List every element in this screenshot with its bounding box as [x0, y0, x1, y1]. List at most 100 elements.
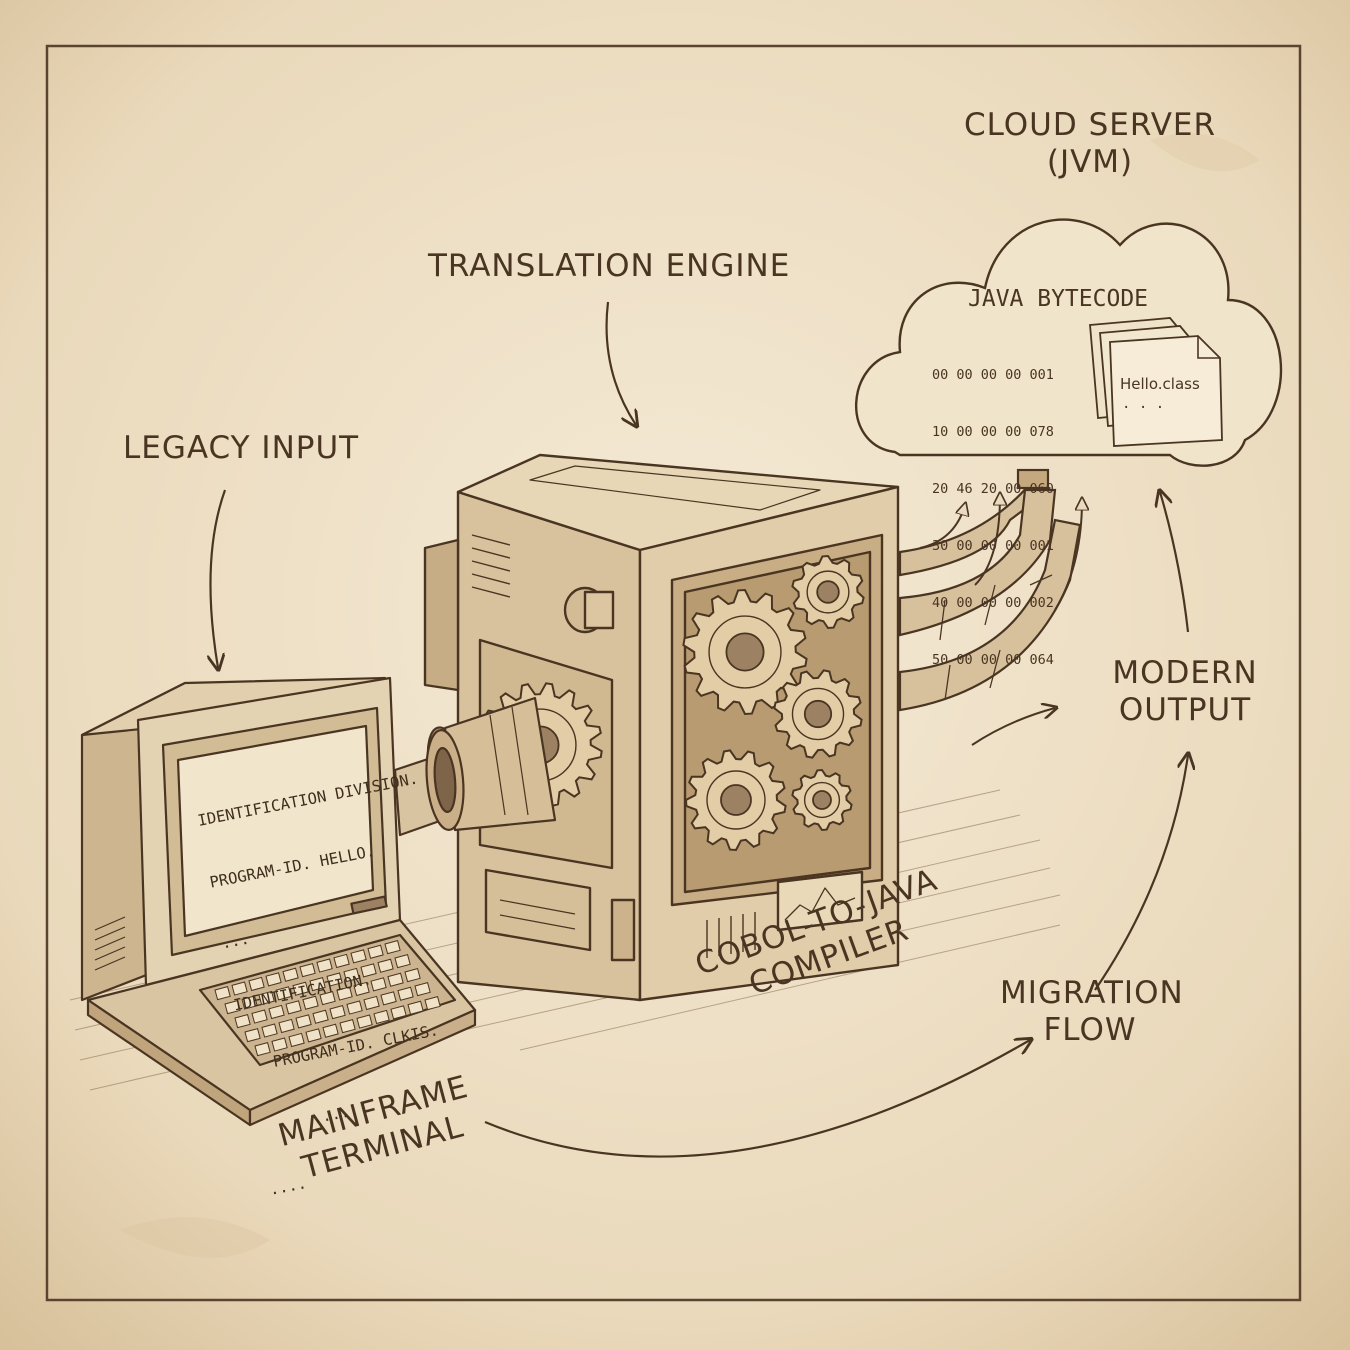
- engine-top-hatch: [529, 465, 821, 511]
- keyboard-key: [261, 1023, 278, 1038]
- engine-knob-stem: [583, 590, 615, 630]
- screen-line: PROGRAM-ID. CLKIS.: [244, 1021, 440, 1077]
- keyboard-key: [292, 981, 309, 996]
- modern-output-line-1: MODERN: [1112, 655, 1258, 691]
- class-file-name: Hello.class: [1120, 375, 1200, 393]
- screen: [176, 724, 375, 938]
- keyboard-key: [302, 995, 319, 1010]
- cloud-server-line-1: CLOUD SERVER: [963, 107, 1217, 143]
- hex-row: 00 00 00 00 001: [932, 367, 1054, 383]
- keyboard-key: [390, 1005, 407, 1020]
- keyboard-key: [404, 968, 421, 983]
- gear-large-ring: [708, 615, 782, 689]
- keyboard-key: [350, 949, 367, 964]
- keyboard-key: [288, 1032, 305, 1048]
- keyboard-key: [333, 953, 350, 969]
- keyboard-key: [329, 1005, 346, 1020]
- keyboard-key: [367, 944, 384, 959]
- keyboard-key: [407, 1000, 424, 1015]
- keyboard-key: [251, 1009, 268, 1024]
- keyboard-key: [305, 1028, 322, 1043]
- keyboard-key: [295, 1014, 312, 1029]
- keyboard-key: [316, 958, 333, 973]
- keyboard-keys: [214, 940, 441, 1057]
- gear-bottom-left-ring: [706, 770, 766, 830]
- screen-line: ....: [256, 1102, 352, 1138]
- file-front: [1109, 335, 1223, 447]
- keyboard-key: [234, 1014, 251, 1029]
- keyboard-key: [254, 1042, 271, 1057]
- cloud-server-line-2: (JVM): [1046, 144, 1134, 181]
- keyboard-key: [299, 963, 316, 978]
- input-pipe: [393, 696, 557, 837]
- keyboard-key: [278, 1018, 295, 1034]
- keyboard-key: [360, 963, 377, 978]
- cloud-drawing: [854, 218, 1283, 467]
- gear-small-top-hub: [816, 580, 840, 604]
- gear-mid-right-hub: [803, 699, 833, 729]
- disk-slot: [350, 895, 388, 915]
- screen-line: IDENTIFICATION.: [232, 970, 373, 1015]
- screen-line: PROGRAM-ID. HELLO.: [208, 841, 377, 892]
- keyboard-key: [248, 976, 265, 992]
- keyboard-key: [384, 940, 401, 955]
- gear-small-top-ring: [806, 570, 850, 614]
- paper-border: [45, 44, 1302, 1302]
- translation-engine-label: TRANSLATION ENGINE: [428, 248, 791, 284]
- class-file-ellipsis: · · ·: [1122, 400, 1165, 416]
- keyboard-key: [319, 991, 336, 1006]
- screen-line: IDENTIFICATION DIVISION.: [196, 769, 420, 830]
- keyboard-key: [322, 1023, 339, 1038]
- keyboard-key: [268, 1004, 285, 1020]
- arrow-migration-flow: [484, 1040, 1030, 1158]
- hex-dump: 00 00 00 00 001 10 00 00 00 078 20 46 20…: [932, 328, 1054, 708]
- keyboard-key: [244, 1028, 261, 1043]
- arrow-modern-output-down: [1094, 755, 1188, 991]
- modern-output-line-2: OUTPUT: [1118, 692, 1252, 729]
- java-bytecode-title: JAVA BYTECODE: [968, 286, 1149, 312]
- screen-line: ...: [220, 929, 252, 953]
- pipe-middle: [898, 488, 1057, 637]
- modern-output-label: MODERN OUTPUT: [1110, 655, 1260, 729]
- hex-row: 10 00 00 00 078: [932, 424, 1054, 440]
- keyboard-key: [231, 981, 248, 996]
- keyboard-key: [275, 986, 292, 1001]
- keyboard-key: [397, 986, 414, 1001]
- hex-row: 50 00 00 00 064: [932, 652, 1054, 668]
- keyboard-front-right: [248, 1008, 477, 1127]
- output-arrows: [919, 495, 1082, 746]
- keyboard-key: [224, 1000, 241, 1015]
- arrow-translation-engine: [605, 301, 636, 425]
- gear-bottom-left-hub: [720, 784, 752, 816]
- keyboard-key: [265, 972, 282, 987]
- engine-side-buttons: [610, 898, 636, 962]
- hex-row: 20 46 20 00 060: [932, 481, 1054, 497]
- keyboard-key: [353, 981, 370, 997]
- keyboard-key: [343, 967, 360, 983]
- cloud-server-label: CLOUD SERVER (JVM): [960, 107, 1220, 181]
- keyboard-key: [370, 977, 387, 992]
- keyboard-key: [424, 996, 441, 1011]
- gear-large-hub: [725, 632, 765, 672]
- keyboard-key: [241, 995, 258, 1010]
- paper-stain: [120, 1217, 270, 1258]
- gear-bottom-right-ring: [803, 781, 841, 819]
- hex-row: 30 00 00 00 001: [932, 538, 1054, 554]
- pipe-bottom: [898, 518, 1082, 712]
- keyboard-key: [394, 954, 411, 969]
- migration-flow-line-1: MIGRATION: [1000, 975, 1184, 1011]
- keyboard-key: [387, 972, 404, 987]
- output-pipes: [898, 468, 1082, 712]
- engine-side-box: [423, 538, 460, 692]
- arrow-modern-output-up: [1160, 492, 1190, 633]
- engine-bottom-panel: [484, 868, 592, 952]
- keyboard-key: [336, 986, 353, 1001]
- arrow-legacy-input: [210, 489, 227, 668]
- keyboard-key: [356, 1014, 373, 1029]
- keyboard-key: [377, 958, 394, 973]
- keyboard-key: [380, 991, 397, 1006]
- hex-row: 40 00 00 00 002: [932, 595, 1054, 611]
- keyboard-key: [271, 1037, 288, 1052]
